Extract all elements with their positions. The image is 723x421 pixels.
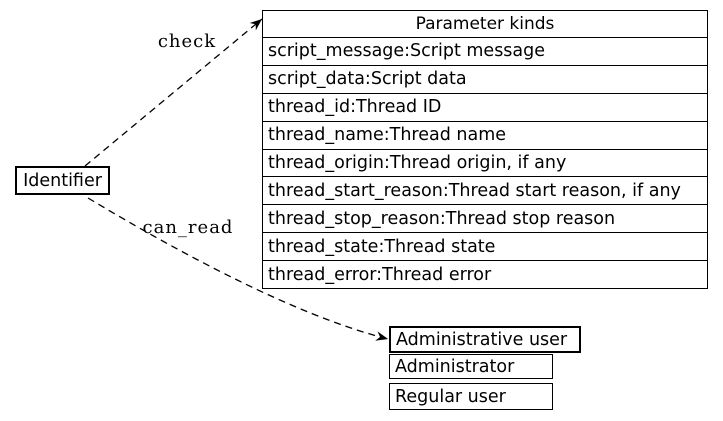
table-row: thread_error:Thread error	[263, 260, 707, 288]
table-row: thread_state:Thread state	[263, 232, 707, 260]
identifier-node: Identifier	[15, 166, 110, 195]
check-edge	[84, 18, 263, 167]
table-row: thread_origin:Thread origin, if any	[263, 148, 707, 177]
user-kind-administrator: Administrator	[389, 354, 553, 379]
table-row: thread_stop_reason:Thread stop reason	[263, 204, 707, 232]
table-row: thread_name:Thread name	[263, 120, 707, 149]
table-row: script_data:Script data	[263, 64, 707, 93]
table-row: thread_id:Thread ID	[263, 92, 707, 121]
user-kind-regular-user: Regular user	[389, 383, 553, 410]
edge-label-check: check	[157, 31, 217, 52]
can-read-edge	[87, 197, 389, 341]
parameter-kinds-title: Parameter kinds	[415, 14, 555, 34]
table-row: thread_start_reason:Thread start reason,…	[263, 176, 707, 204]
parameter-kinds-table: Parameter kinds script_message:Script me…	[262, 10, 708, 289]
identifier-node-label: Identifier	[23, 170, 102, 191]
table-row: script_message:Script message	[263, 37, 707, 65]
edge-label-can-read: can_read	[142, 217, 234, 238]
user-kind-administrative-user: Administrative user	[389, 326, 581, 353]
